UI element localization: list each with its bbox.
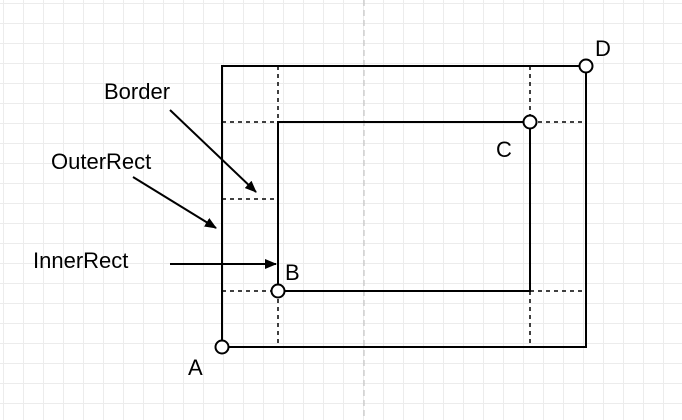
point-a-label: A [188,355,203,380]
outer-rect-label: OuterRect [51,149,151,174]
outer-rect-arrow [132,176,217,229]
border-label: Border [104,79,170,104]
inner-rect-label: InnerRect [33,248,128,273]
outer-rect-shape [221,65,587,348]
border-arrow [169,109,257,193]
point-b-marker [270,283,286,299]
point-d-label: D [595,36,611,61]
inner-rect-shape [277,121,531,292]
point-d-marker [578,58,594,74]
point-b-label: B [285,260,300,285]
point-c-marker [522,114,538,130]
border-guide-lines [222,66,586,347]
point-c-label: C [496,137,512,162]
point-a-marker [214,339,230,355]
